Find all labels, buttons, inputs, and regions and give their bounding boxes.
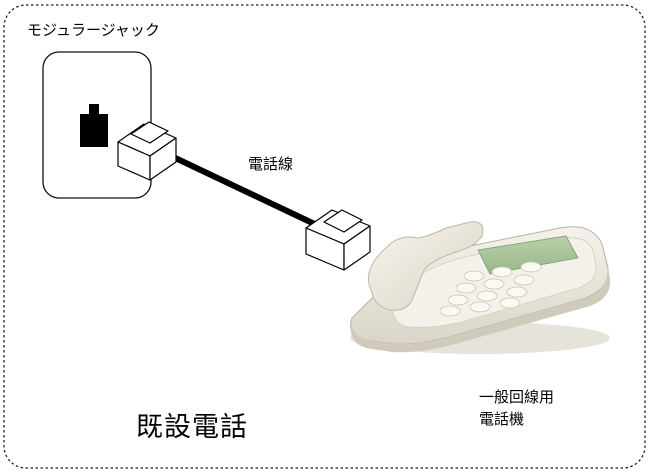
modular-jack-label: モジュラージャック: [27, 21, 160, 39]
modular-jack-icon: [80, 104, 108, 147]
telephone-icon: [350, 221, 611, 354]
handset: [368, 221, 484, 311]
phone-display: [477, 235, 579, 275]
phone-plug: [305, 209, 371, 271]
telephone-label-line2: 電話機: [479, 410, 525, 428]
diagram-title: 既設電話: [136, 412, 248, 443]
telephone-label-line1: 一般回線用: [479, 388, 555, 406]
phone-wire-label: 電話線: [248, 155, 294, 173]
jack-plug: [117, 121, 177, 181]
outer-frame: [3, 4, 646, 469]
phone-cable-icon: [167, 152, 325, 231]
telephone-label: 一般回線用 電話機: [479, 386, 554, 430]
phone-keypad: [439, 261, 542, 317]
